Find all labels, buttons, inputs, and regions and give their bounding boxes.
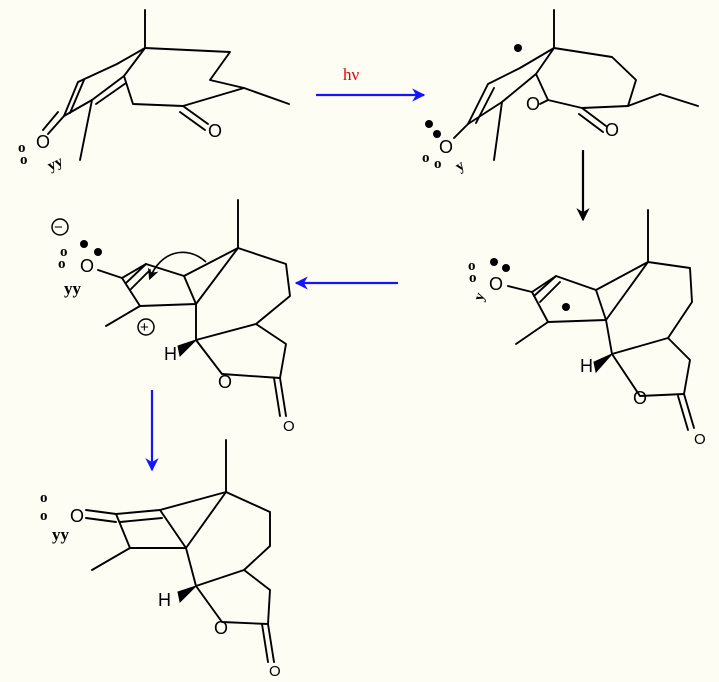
atom-h-5: H [158,590,171,610]
lone-pair-7: o [60,244,68,260]
molecule-1-dienone: O O o o yy [18,9,290,174]
lone-pair-yy-4: yy [64,279,82,298]
photolysis-arrow: hν [316,65,426,102]
atom-o-enolate-4: O [80,256,94,276]
lone-pair-y-2: y [452,157,468,175]
lone-pair-2: o [20,152,28,168]
lone-pair-9: o [40,490,48,506]
atom-o-ring-5: O [214,618,228,638]
hv-label: hν [343,65,360,84]
lone-pair-10: o [40,508,48,524]
atom-o-ring-4: O [218,372,232,392]
atom-o-ketone-1: O [36,132,50,152]
atom-o-enolate-3: O [489,274,503,294]
molecule-2-diradical: O O O o o y [422,9,699,175]
atom-o-carbonyl-3: O [694,431,706,448]
atom-h-4: H [164,344,177,364]
lone-pair-5: o [468,258,476,274]
lone-pair-4: o [434,156,442,172]
atom-o-radical-2: O [439,137,453,157]
atom-o-ring-2: O [526,94,540,114]
atom-o-ketone-2: O [208,121,222,141]
atom-h-3: H [580,356,593,376]
lone-pair-1: o [18,140,26,156]
atom-o-carbonyl-5: O [269,663,281,680]
lone-pair-yy: yy [45,153,66,174]
lone-pair-y-3: y [471,290,489,303]
lone-pair-6: o [469,270,477,286]
molecule-4-zwitterion: − + O O O H o o yy [51,199,295,435]
lone-pair-3: o [422,150,430,166]
atom-o-ring-3: O [633,388,647,408]
charge-plus: + [140,319,149,336]
lone-pair-yy-5: yy [52,525,70,544]
atom-o-carbonyl-2: O [605,120,619,140]
molecule-3-radical: O O O H o o y [468,209,706,448]
lone-pair-8: o [58,256,66,272]
atom-o-ketone-5: O [70,506,84,526]
molecule-5-product: O O O H o o yy [40,439,281,680]
charge-minus: − [54,219,63,236]
atom-o-carbonyl-4: O [283,418,295,435]
